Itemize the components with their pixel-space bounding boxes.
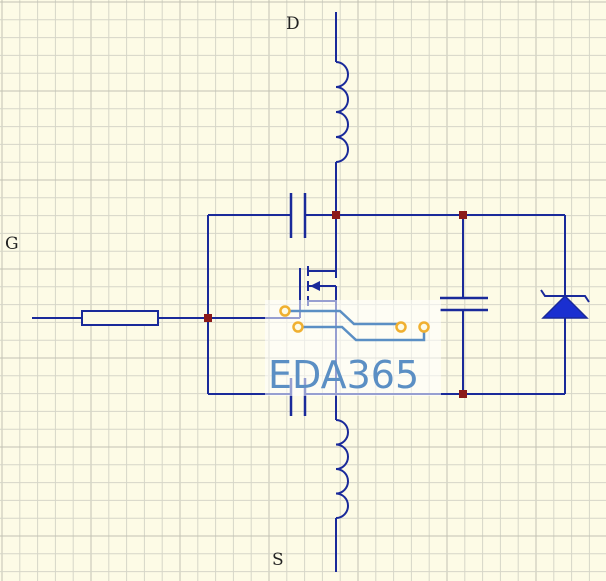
body-diode bbox=[540, 289, 590, 319]
wires bbox=[32, 12, 566, 572]
junctions bbox=[204, 211, 467, 398]
drain-inductor bbox=[335, 61, 349, 163]
junction-gate bbox=[204, 314, 212, 322]
gate-resistor bbox=[81, 310, 159, 326]
source-label: S bbox=[272, 550, 284, 570]
source-inductor bbox=[335, 419, 349, 519]
cds-capacitor bbox=[440, 296, 488, 312]
drain-label: D bbox=[286, 14, 300, 34]
watermark-trace-icon bbox=[279, 305, 430, 342]
junction-top-right bbox=[459, 211, 467, 219]
mosfet-arrow bbox=[310, 281, 320, 291]
watermark-text: EDA365 bbox=[268, 353, 419, 397]
junction-drain-top bbox=[332, 211, 340, 219]
cgd-capacitor bbox=[289, 193, 307, 238]
gate-label: G bbox=[5, 234, 19, 254]
junction-bottom-right bbox=[459, 390, 467, 398]
eda365-watermark: EDA365 bbox=[265, 300, 441, 397]
